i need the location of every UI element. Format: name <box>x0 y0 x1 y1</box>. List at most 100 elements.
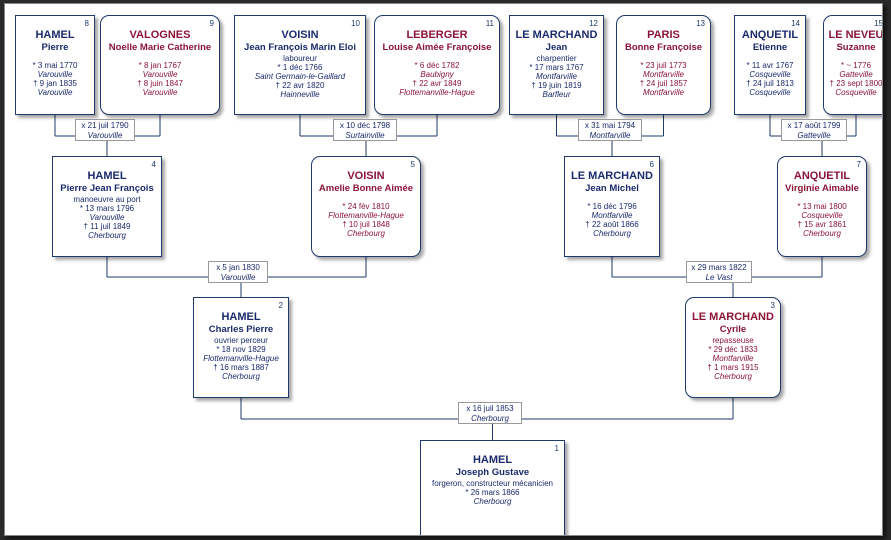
birth-place: Varouville <box>37 69 73 79</box>
person-card-6[interactable]: 6 LE MARCHAND Jean Michel * 16 déc 1796 … <box>564 156 660 257</box>
surname: PARIS <box>647 29 680 41</box>
person-card-7[interactable]: 7 ANQUETIL Virginie Aimable * 13 mai 180… <box>777 156 867 257</box>
marriage-date: x 21 juil 1790 <box>81 121 129 130</box>
marriage-box-6-7: x 29 mars 1822 Le Vast <box>686 261 752 283</box>
marriage-place: Montfarville <box>589 130 631 140</box>
birth-date: * 11 avr 1767 <box>746 60 794 70</box>
birth-date: * 13 mai 1800 <box>797 201 847 211</box>
birth-place: Montfarville <box>591 210 633 220</box>
person-card-13[interactable]: 13 PARIS Bonne Françoise * 23 juil 1773 … <box>616 15 711 115</box>
given-name: Jean François Marin Eloi <box>244 41 356 53</box>
surname: VOISIN <box>347 170 385 182</box>
death-date: † 19 juin 1819 <box>531 81 582 91</box>
marriage-box-14-15: x 17 août 1799 Gatteville <box>781 119 847 141</box>
birth-place: Flottemanville-Hague <box>328 210 404 220</box>
marriage-date: x 16 juil 1853 <box>466 404 514 413</box>
birth-date: * 29 déc 1833 <box>708 344 758 354</box>
person-card-9[interactable]: 9 VALOGNES Noelle Marie Catherine * 8 ja… <box>100 15 220 115</box>
marriage-date: x 31 mai 1794 <box>584 121 636 130</box>
marriage-box-8-9: x 21 juil 1790 Varouville <box>75 119 135 141</box>
death-place: Cherbourg <box>222 372 260 382</box>
death-place: Varouville <box>37 88 73 98</box>
given-name: Noelle Marie Catherine <box>108 41 212 53</box>
death-place: Cherbourg <box>88 231 126 241</box>
marriage-place: Cherbourg <box>471 413 509 423</box>
surname: LE NEVEU <box>828 29 883 41</box>
person-card-10[interactable]: 10 VOISIN Jean François Marin Eloi labou… <box>234 15 366 115</box>
given-name: Amelie Bonne Aimée <box>318 182 414 194</box>
person-number: 11 <box>485 19 494 28</box>
surname: HAMEL <box>472 454 513 466</box>
marriage-place: Varouville <box>220 272 256 282</box>
surname: VALOGNES <box>129 29 191 41</box>
surname: HAMEL <box>221 311 261 323</box>
birth-place: Cosqueville <box>801 210 843 220</box>
given-name: Cyrile <box>719 323 747 335</box>
birth-date: * 8 jan 1767 <box>138 60 182 70</box>
given-name: Charles Pierre <box>208 323 274 335</box>
person-number: 7 <box>856 160 861 169</box>
death-date: † 1 mars 1915 <box>707 363 759 373</box>
death-date: † 15 avr 1861 <box>797 219 847 229</box>
marriage-box-12-13: x 31 mai 1794 Montfarville <box>578 119 642 141</box>
person-card-3[interactable]: 3 LE MARCHAND Cyrile repasseuse * 29 déc… <box>685 297 781 398</box>
surname: VOISIN <box>281 29 319 41</box>
person-card-14[interactable]: 14 ANQUETIL Etienne * 11 avr 1767 Cosque… <box>734 15 806 115</box>
surname: HAMEL <box>35 29 75 41</box>
person-number: 6 <box>649 160 654 169</box>
death-date: † 23 sept 1800 <box>829 78 883 88</box>
person-number: 15 <box>874 19 883 28</box>
occupation: repasseuse <box>712 335 754 345</box>
person-card-15[interactable]: 15 LE NEVEU Suzanne * ~ 1776 Gatteville … <box>823 15 883 115</box>
death-place: Flottemanville-Hague <box>399 88 475 98</box>
death-place: Cosqueville <box>749 88 791 98</box>
pedigree-chart: 8 HAMEL Pierre * 3 mai 1770 Varouville †… <box>4 3 883 536</box>
death-place: Cosqueville <box>835 88 877 98</box>
birth-place: Cosqueville <box>749 69 791 79</box>
death-date: † 8 juin 1847 <box>137 78 183 88</box>
given-name: Suzanne <box>836 41 876 53</box>
death-date: † 16 mars 1887 <box>213 363 269 373</box>
birth-date: * 23 juil 1773 <box>640 60 687 70</box>
given-name: Bonne Françoise <box>624 41 703 53</box>
person-card-4[interactable]: 4 HAMEL Pierre Jean François manoeuvre a… <box>52 156 162 257</box>
birth-date: * 24 fév 1810 <box>342 201 390 211</box>
death-place: Cherbourg <box>803 229 841 239</box>
person-card-11[interactable]: 11 LEBERGER Louise Aimée Françoise * 6 d… <box>374 15 500 115</box>
person-number: 14 <box>791 19 800 28</box>
person-card-8[interactable]: 8 HAMEL Pierre * 3 mai 1770 Varouville †… <box>15 15 95 115</box>
birth-place: Gatteville <box>839 69 873 79</box>
death-date: † 24 juil 1813 <box>746 78 794 88</box>
death-date: † 11 juil 1849 <box>83 222 131 232</box>
marriage-box-4-5: x 5 jan 1830 Varouville <box>208 261 268 283</box>
person-number: 12 <box>589 19 598 28</box>
given-name: Pierre <box>41 41 69 53</box>
surname: LE MARCHAND <box>515 29 598 41</box>
surname: LEBERGER <box>406 29 468 41</box>
person-card-5[interactable]: 5 VOISIN Amelie Bonne Aimée * 24 fév 181… <box>311 156 421 257</box>
marriage-box-2-3: x 16 juil 1853 Cherbourg <box>458 402 522 424</box>
given-name: Joseph Gustave <box>455 466 530 478</box>
death-place: Cherbourg <box>593 229 631 239</box>
occupation: ouvrier perceur <box>214 335 268 345</box>
marriage-place: Gatteville <box>797 130 831 140</box>
person-number: 8 <box>84 19 89 28</box>
person-card-1[interactable]: 1 HAMEL Joseph Gustave forgeron, constru… <box>420 440 565 535</box>
surname: LE MARCHAND <box>571 170 653 182</box>
occupation: charpentier <box>536 53 577 63</box>
death-date: † 24 juil 1857 <box>639 78 688 88</box>
person-number: 1 <box>554 444 559 453</box>
death-date: † 22 août 1866 <box>585 219 639 229</box>
person-card-12[interactable]: 12 LE MARCHAND Jean charpentier * 17 mar… <box>509 15 604 115</box>
birth-date: * 6 déc 1782 <box>414 60 460 70</box>
person-card-2[interactable]: 2 HAMEL Charles Pierre ouvrier perceur *… <box>193 297 289 398</box>
marriage-place: Le Vast <box>705 272 733 282</box>
birth-date: * 3 mai 1770 <box>32 60 78 70</box>
birth-place: Flottemanville-Hague <box>203 353 279 363</box>
given-name: Jean Michel <box>585 182 639 194</box>
birth-place: Montfarville <box>712 353 754 363</box>
birth-place: Baubigny <box>420 69 454 79</box>
birth-date: * 17 mars 1767 <box>529 62 584 72</box>
marriage-place: Surtainville <box>345 130 385 140</box>
birth-place: Montfarville <box>536 71 577 81</box>
